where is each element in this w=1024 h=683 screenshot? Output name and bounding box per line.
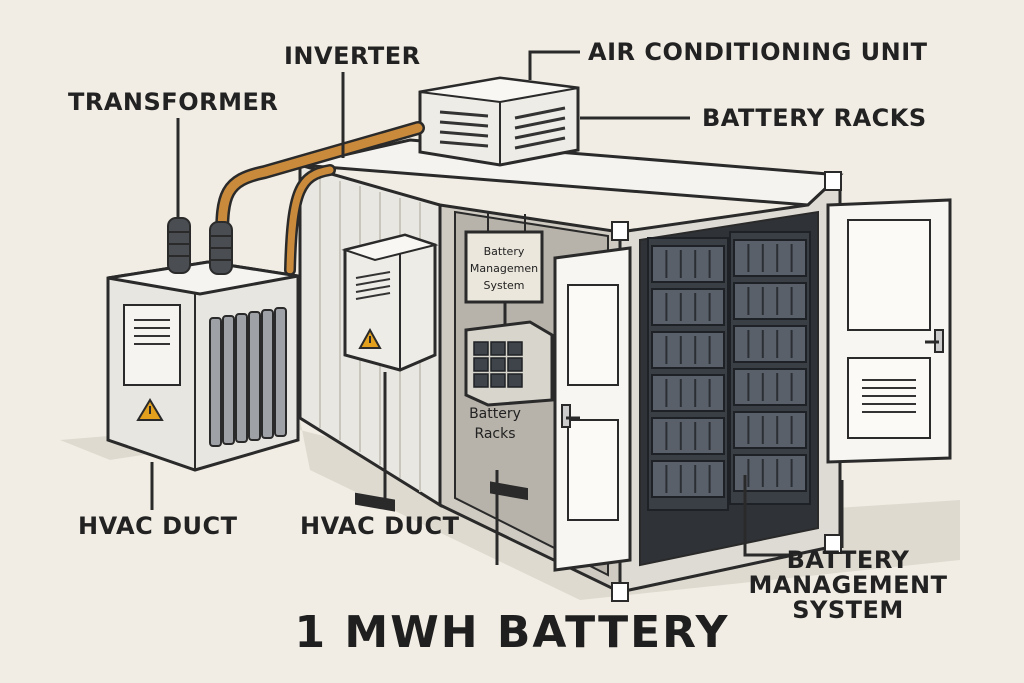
callout-hvac-duct-left: HVAC DUCT	[78, 512, 238, 540]
inner-bms-label-1: Battery	[484, 245, 525, 258]
leader-air-conditioning	[528, 50, 580, 80]
battery-module	[733, 239, 807, 277]
diagram-title: 1 MWH BATTERY	[294, 607, 730, 658]
battery-module	[733, 411, 807, 449]
callout-bms-line1: BATTERY	[786, 546, 910, 574]
radiator-fin	[235, 313, 248, 443]
callout-air-conditioning-unit: AIR CONDITIONING UNIT	[588, 38, 928, 66]
door-panel	[567, 419, 619, 521]
ac-vent-left	[439, 110, 489, 148]
callout-bms-line2: MANAGEMENT	[748, 571, 948, 600]
battery-module	[651, 460, 725, 498]
power-cable-2	[286, 166, 334, 274]
ac-vent-right	[514, 106, 566, 150]
callout-inverter: INVERTER	[284, 42, 421, 70]
radiator-fin	[209, 317, 222, 447]
forklift-slot	[355, 492, 395, 512]
battery-module	[651, 288, 725, 326]
radiator-fin	[274, 307, 287, 437]
warning-icon	[358, 327, 382, 349]
inner-bms-label-3: System	[483, 279, 524, 292]
forklift-slot	[490, 481, 528, 501]
inner-racks-label-2: Racks	[474, 426, 515, 442]
control-module-grid	[473, 341, 523, 388]
radiator-fin	[248, 311, 261, 441]
door-vent	[862, 379, 916, 413]
battery-module	[651, 331, 725, 369]
corner-casting	[824, 171, 842, 191]
battery-module	[733, 454, 807, 492]
callout-battery-racks: BATTERY RACKS	[702, 104, 927, 132]
transformer-bushing	[209, 221, 233, 275]
battery-module	[651, 417, 725, 455]
callout-transformer: TRANSFORMER	[68, 88, 279, 116]
corner-casting	[611, 582, 629, 602]
battery-rack-grid	[647, 231, 811, 511]
callout-battery-management-system: BATTERY MANAGEMENT SYSTEM	[748, 546, 948, 625]
leader-bms	[743, 475, 790, 557]
door-panel	[847, 219, 931, 331]
door-handle-icon	[561, 404, 580, 428]
callout-bms-line3: SYSTEM	[792, 596, 904, 625]
control-module	[507, 357, 523, 372]
door-handle-icon	[925, 329, 944, 353]
inverter-vent	[355, 271, 391, 300]
radiator-fin	[261, 309, 274, 439]
control-module	[473, 373, 489, 388]
callout-hvac-duct-center: HVAC DUCT	[300, 512, 460, 540]
transformer-radiator-fins	[209, 307, 287, 447]
control-module	[490, 341, 506, 356]
battery-module	[733, 325, 807, 363]
corner-casting	[611, 221, 629, 241]
control-module	[490, 373, 506, 388]
transformer-vent	[123, 304, 181, 386]
control-module	[473, 357, 489, 372]
warning-icon	[136, 398, 164, 421]
control-module	[507, 341, 523, 356]
leader-lines	[150, 50, 844, 565]
inner-racks-label-1: Battery	[469, 406, 521, 422]
battery-module	[733, 282, 807, 320]
battery-module	[651, 374, 725, 412]
control-module	[490, 357, 506, 372]
battery-module	[651, 245, 725, 283]
battery-module	[733, 368, 807, 406]
control-module	[473, 341, 489, 356]
control-module	[507, 373, 523, 388]
radiator-fin	[222, 315, 235, 445]
door-panel	[847, 357, 931, 439]
inner-bms-label-2: Managemen	[470, 262, 538, 275]
door-panel	[567, 284, 619, 386]
transformer-bushing	[167, 217, 191, 274]
